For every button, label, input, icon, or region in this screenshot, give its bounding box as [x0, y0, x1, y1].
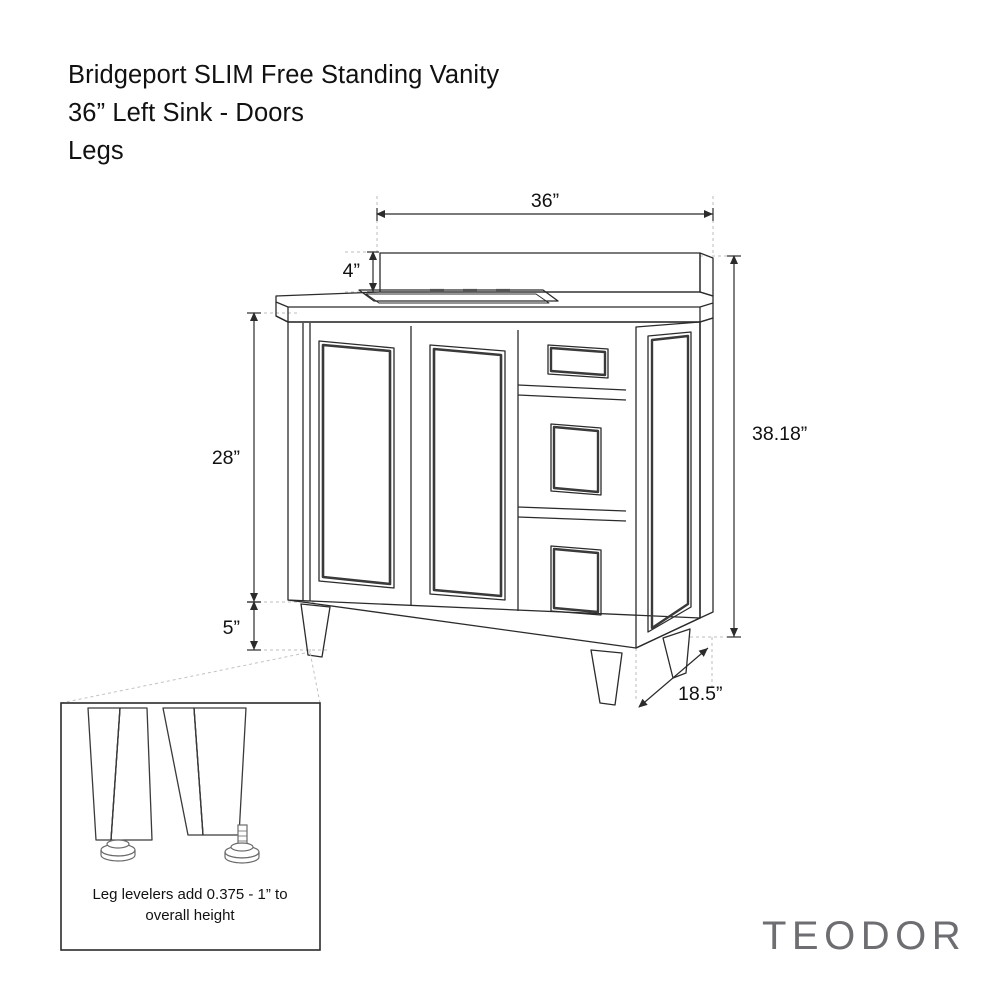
vanity-illustration: [275, 252, 714, 706]
dimension-overall-height: 38.18”: [727, 255, 807, 638]
leg-leveler-caption-line-2: overall height: [145, 907, 235, 924]
product-title-line-1: Bridgeport SLIM Free Standing Vanity: [68, 61, 500, 89]
dimension-backsplash-label: 4”: [343, 260, 360, 282]
leg-front-left: [300, 603, 331, 658]
dimension-overall-height-label: 38.18”: [752, 423, 807, 445]
detail-leg-left: [87, 707, 153, 841]
dimension-depth-label: 18.5”: [678, 683, 722, 705]
drawer-middle: [550, 423, 602, 496]
detail-callout-leaders: [60, 648, 321, 704]
sink-basin: [358, 289, 559, 304]
leg-leveler-caption-line-1: Leg levelers add 0.375 - 1” to: [92, 886, 287, 903]
product-title-line-3: Legs: [68, 137, 124, 165]
extension-lines: [252, 196, 740, 700]
dimension-depth: 18.5”: [638, 647, 722, 708]
legs: [300, 603, 691, 706]
dimension-backsplash-height: 4”: [343, 251, 379, 293]
side-panel-right: [287, 317, 714, 649]
dimension-width-label: 36”: [531, 190, 559, 212]
title-block: Bridgeport SLIM Free Standing Vanity 36”…: [68, 56, 708, 170]
leg-leveler-detail-box: Leg levelers add 0.375 - 1” to overall h…: [60, 702, 321, 951]
drawer-bottom: [550, 545, 602, 616]
drawer-bank: [517, 384, 627, 522]
dimension-cabinet-height: 28”: [212, 312, 261, 603]
cabinet-front: [287, 321, 701, 619]
leg-front-right: [590, 649, 623, 706]
leg-leveler-extended: [224, 824, 260, 864]
leg-rear-right: [662, 628, 691, 679]
brand-logo: TEODOR: [762, 914, 967, 958]
dimension-width: 36”: [376, 190, 714, 221]
dimension-leg-height-label: 5”: [223, 617, 240, 639]
leg-leveler-retracted: [100, 839, 136, 862]
door-left: [318, 340, 395, 589]
product-title-line-2: 36” Left Sink - Doors: [68, 99, 304, 127]
drawer-top: [547, 344, 609, 379]
countertop: [275, 291, 714, 323]
dimension-cabinet-height-label: 28”: [212, 447, 240, 469]
dimension-leg-height: 5”: [223, 601, 261, 651]
door-center: [429, 344, 506, 601]
